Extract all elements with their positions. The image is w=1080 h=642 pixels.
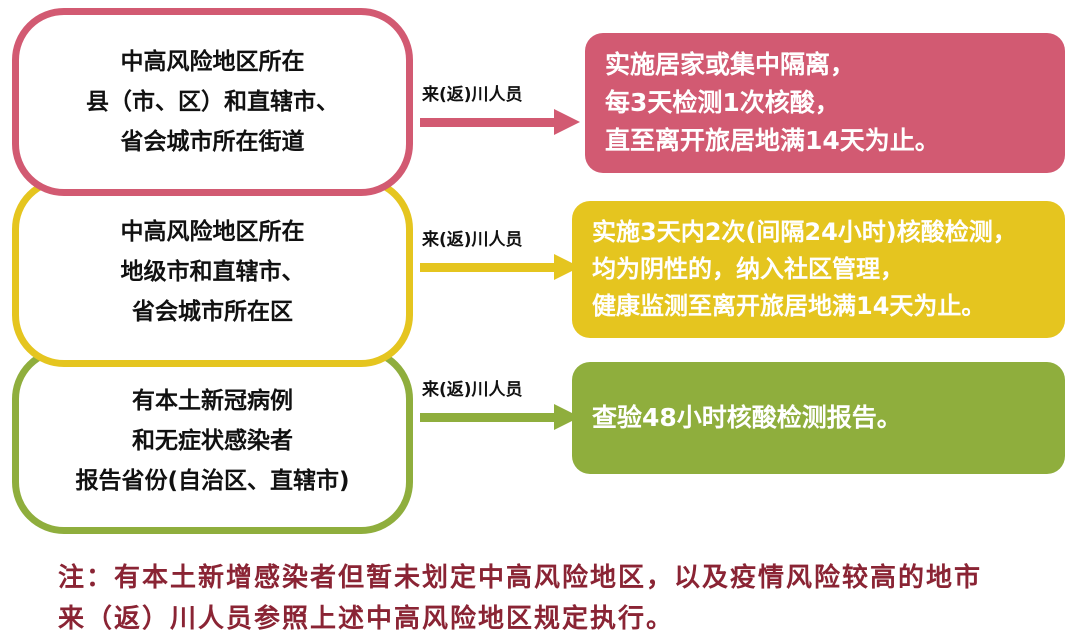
note-text: 注：有本土新增感染者但暂未划定中高风险地区，以及疫情风险较高的地市 来（返）川人… bbox=[58, 558, 982, 640]
source-line: 和无症状感染者 bbox=[132, 427, 293, 454]
result-box-home-quarantine: 实施居家或集中隔离， 每3天检测1次核酸， 直至离开旅居地满14天为止。 bbox=[585, 33, 1065, 173]
result-box-48h-test-report: 查验48小时核酸检测报告。 bbox=[572, 362, 1065, 474]
result-line: 实施居家或集中隔离， bbox=[605, 50, 856, 79]
source-line: 有本土新冠病例 bbox=[132, 387, 293, 414]
source-box-high-risk-streets: 中高风险地区所在 县（市、区）和直辖市、 省会城市所在街道 bbox=[12, 8, 413, 196]
result-line: 均为阴性的，纳入社区管理， bbox=[592, 255, 904, 283]
arrow-label: 来(返)川人员 bbox=[422, 230, 523, 250]
source-line: 省会城市所在街道 bbox=[120, 129, 305, 155]
note-line: 注：有本土新增感染者但暂未划定中高风险地区，以及疫情风险较高的地市 bbox=[58, 563, 983, 593]
arrow-right-icon bbox=[420, 254, 580, 280]
arrow-shaft bbox=[420, 117, 554, 127]
note-line: 来（返）川人员参照上述中高风险地区规定执行。 bbox=[58, 604, 675, 634]
arrow-label: 来(返)川人员 bbox=[422, 380, 523, 400]
arrow-head bbox=[554, 109, 580, 135]
arrow-group-high-risk-districts: 来(返)川人员 bbox=[420, 225, 582, 280]
source-line: 中高风险地区所在 bbox=[120, 49, 305, 75]
result-line: 健康监测至离开旅居地满14天为止。 bbox=[592, 292, 986, 320]
source-line: 地级市和直辖市、 bbox=[120, 259, 305, 285]
result-box-community-management: 实施3天内2次(间隔24小时)核酸检测， 均为阴性的，纳入社区管理， 健康监测至… bbox=[572, 201, 1065, 338]
result-line: 查验48小时核酸检测报告。 bbox=[592, 403, 902, 432]
arrow-right-icon bbox=[420, 109, 580, 135]
source-box-high-risk-districts: 中高风险地区所在 地级市和直辖市、 省会城市所在区 bbox=[12, 177, 413, 367]
source-line: 中高风险地区所在 bbox=[120, 219, 305, 245]
arrow-group-local-case-provinces: 来(返)川人员 bbox=[420, 375, 582, 430]
source-box-local-case-provinces: 有本土新冠病例 和无症状感染者 报告省份(自治区、直辖市) bbox=[12, 347, 413, 534]
arrow-shaft bbox=[420, 262, 554, 272]
source-box-text: 有本土新冠病例 和无症状感染者 报告省份(自治区、直辖市) bbox=[75, 381, 349, 501]
arrow-shaft bbox=[420, 412, 554, 422]
arrow-right-icon bbox=[420, 404, 580, 430]
result-line: 实施3天内2次(间隔24小时)核酸检测， bbox=[592, 218, 1017, 246]
result-line: 直至离开旅居地满14天为止。 bbox=[605, 126, 940, 155]
source-box-text: 中高风险地区所在 县（市、区）和直辖市、 省会城市所在街道 bbox=[86, 42, 339, 162]
arrow-group-high-risk-streets: 来(返)川人员 bbox=[420, 80, 582, 135]
result-line: 每3天检测1次核酸， bbox=[605, 88, 840, 117]
source-line: 县（市、区）和直辖市、 bbox=[86, 89, 339, 115]
source-box-text: 中高风险地区所在 地级市和直辖市、 省会城市所在区 bbox=[121, 212, 305, 332]
arrow-label: 来(返)川人员 bbox=[422, 85, 523, 105]
source-line: 报告省份(自治区、直辖市) bbox=[75, 467, 350, 494]
source-line: 省会城市所在区 bbox=[132, 299, 293, 325]
